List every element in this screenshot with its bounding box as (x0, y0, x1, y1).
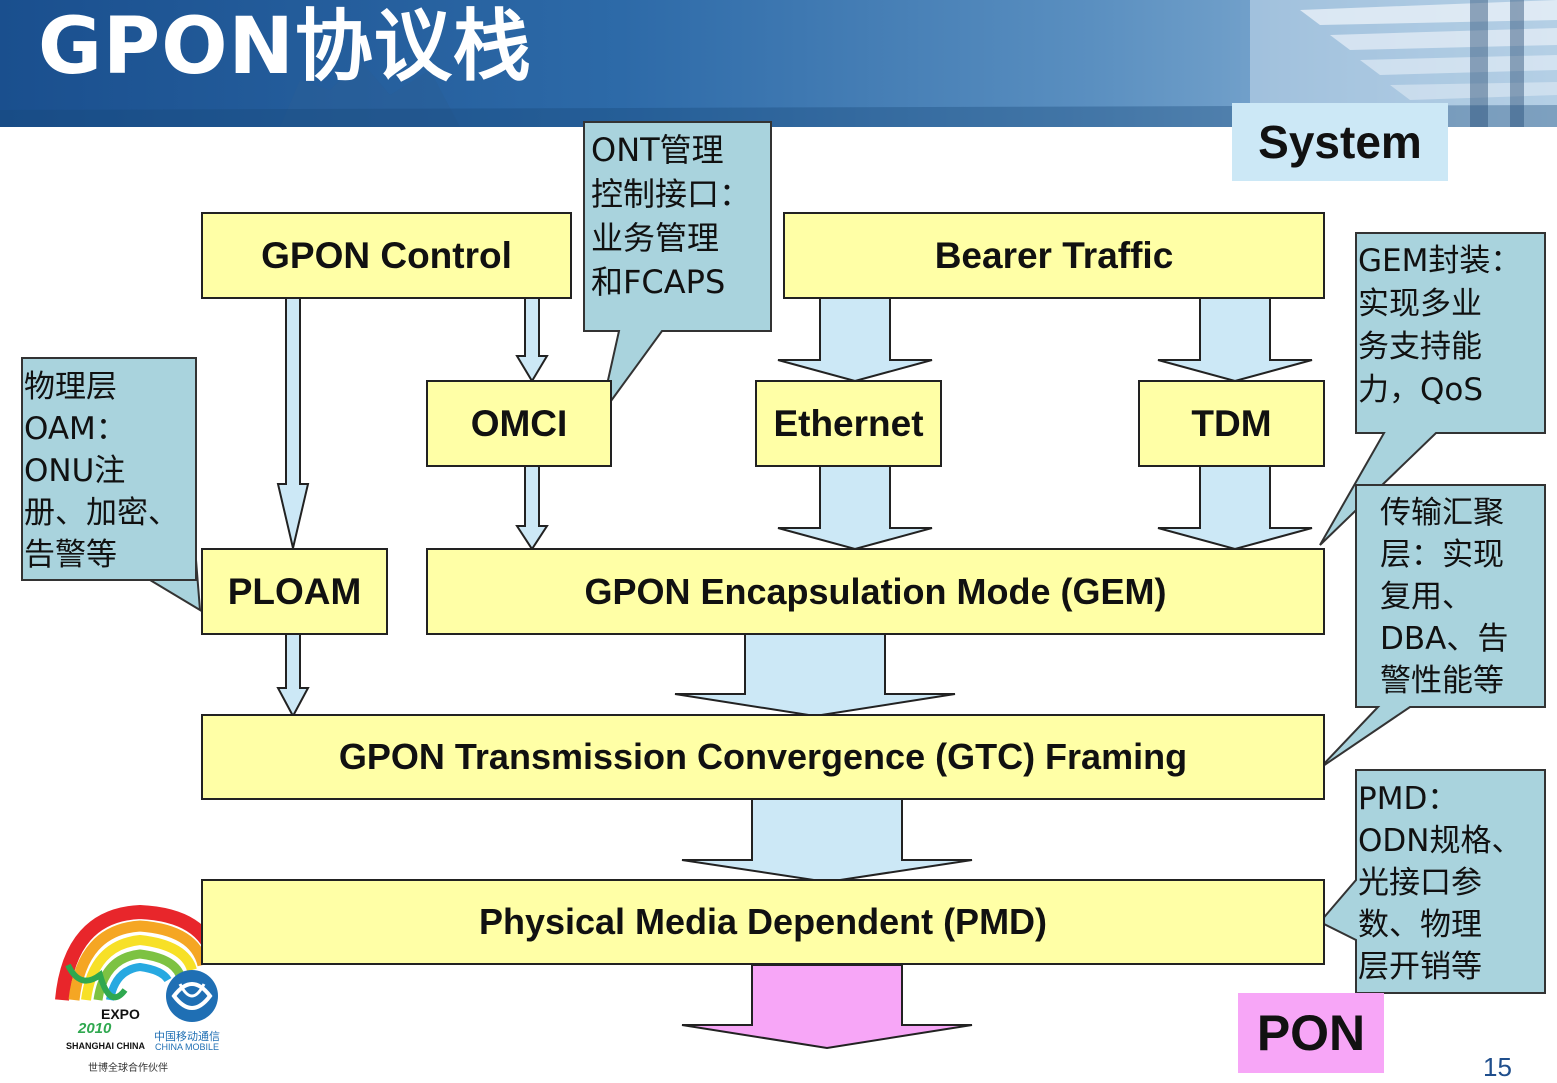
callout-pmd-text: PMD： ODN规格、 光接口参 数、物理 层开销等 (1358, 781, 1523, 985)
callout-ont-text: ONT管理 控制接口： 业务管理 和FCAPS (591, 131, 752, 301)
callout-pmd-shape (1318, 769, 1546, 994)
tdm-label: TDM (1191, 402, 1272, 444)
arrow-tdm-to-gem (1157, 465, 1313, 551)
ploam-box: PLOAM (201, 548, 388, 635)
callout-ont-shape (583, 121, 772, 417)
header-decoration (0, 0, 1557, 127)
page-number: 15 (1483, 1052, 1512, 1082)
arrow-ethernet-to-gem (777, 465, 933, 551)
gtc-label: GPON Transmission Convergence (GTC) Fram… (338, 736, 1188, 777)
ethernet-box: Ethernet (755, 380, 942, 467)
header-banner: GPON协议栈 (0, 0, 1557, 127)
gpon-control-label: GPON Control (261, 234, 512, 276)
gpon-control-box: GPON Control (201, 212, 572, 299)
slide-title: GPON协议栈 (38, 2, 532, 92)
arrow-omci-to-gem (515, 465, 549, 551)
logo-cmcc-en: CHINA MOBILE (155, 1042, 220, 1052)
ethernet-label: Ethernet (773, 402, 924, 444)
callout-tc-shape (1319, 484, 1546, 769)
gem-box: GPON Encapsulation Mode (GEM) (426, 548, 1325, 635)
tdm-box: TDM (1138, 380, 1325, 467)
system-label: System (1232, 103, 1448, 181)
arrow-gem-to-gtc (674, 633, 956, 718)
logo-partner-text: 世博全球合作伙伴 (88, 1063, 168, 1074)
pmd-box: Physical Media Dependent (PMD) (201, 879, 1325, 965)
callout-gem-text: GEM封装： 实现多业 务支持能 力，QoS (1358, 243, 1522, 408)
arrow-gtc-to-pmd (681, 798, 973, 884)
callout-physical-oam-text: 物理层 OAM： ONU注 册、加密、 告警等 (24, 369, 179, 573)
arrow-pmd-to-pon (681, 964, 973, 1050)
bearer-traffic-label: Bearer Traffic (934, 234, 1174, 276)
bearer-traffic-box: Bearer Traffic (783, 212, 1325, 299)
ploam-label: PLOAM (227, 570, 362, 612)
callout-physical-oam-pointer (146, 559, 202, 612)
arrow-gpon-control-to-ploam (276, 297, 310, 549)
logo-year-text: 2010 (78, 1020, 112, 1037)
pmd-label: Physical Media Dependent (PMD) (478, 901, 1048, 942)
omci-box: OMCI (426, 380, 612, 467)
gem-label: GPON Encapsulation Mode (GEM) (584, 570, 1167, 612)
logo-cmcc-cn: 中国移动通信 (154, 1030, 220, 1043)
omci-label: OMCI (470, 402, 568, 444)
arrow-bearer-to-ethernet (777, 297, 933, 383)
arrow-ploam-to-gtc (276, 633, 310, 719)
pon-label: PON (1238, 993, 1384, 1073)
logo-city-text: SHANGHAI CHINA (66, 1041, 146, 1051)
gtc-box: GPON Transmission Convergence (GTC) Fram… (201, 714, 1325, 800)
callout-tc-text: 传输汇聚 层：实现 复用、 DBA、告 警性能等 (1380, 495, 1509, 699)
expo-logo (55, 904, 222, 1022)
arrow-gpon-control-to-omci (515, 297, 549, 383)
arrow-bearer-to-tdm (1157, 297, 1313, 383)
logo-expo-text: EXPO (101, 1006, 140, 1022)
